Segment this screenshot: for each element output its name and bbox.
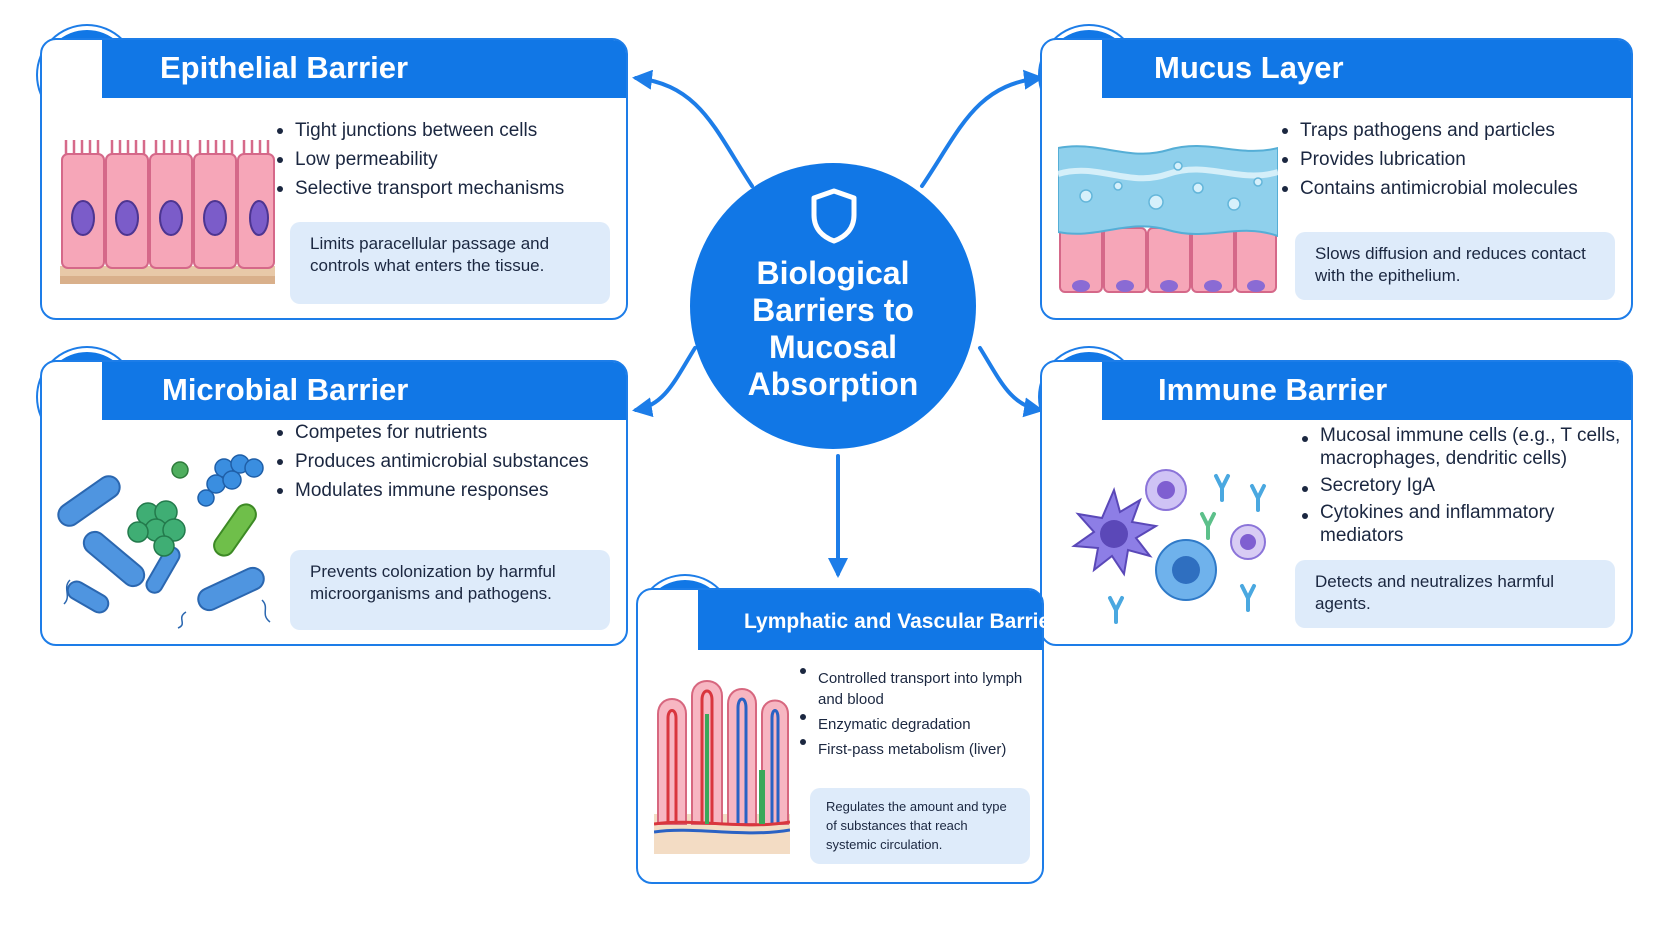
- card-header: [698, 590, 1042, 650]
- list-item: Contains antimicrobial molecules: [1280, 174, 1625, 203]
- immune-barrier-card: Immune Barrier Mucosal immune cells (e.g…: [1040, 360, 1633, 646]
- list-item: Selective transport mechanisms: [275, 174, 615, 203]
- card-header: [102, 40, 626, 98]
- list-item: Modulates immune responses: [275, 476, 625, 505]
- card-header: [1102, 362, 1631, 420]
- list-item: Controlled transport into lymph and bloo…: [798, 668, 1038, 710]
- epithelial-note: Limits paracellular passage and controls…: [290, 222, 610, 304]
- card-header: [1102, 40, 1631, 98]
- center-title: Biological Barriers to Mucosal Absorptio…: [747, 255, 919, 402]
- lymphatic-vascular-card: Lymphatic and Vascular Barriers Co: [636, 588, 1070, 884]
- lymphatic-note: Regulates the amount and type of substan…: [810, 788, 1030, 864]
- arrow-to-mucus: [920, 69, 1044, 188]
- card-title: Epithelial Barrier: [160, 50, 409, 85]
- list-item: First-pass metabolism (liver): [798, 739, 1038, 760]
- list-item: Produces antimicrobial substances: [275, 447, 625, 476]
- immune-cells-illustration: [1056, 450, 1281, 630]
- shield-icon: [811, 188, 857, 244]
- list-item: Mucosal immune cells (e.g., T cells, mac…: [1300, 424, 1630, 470]
- list-item: Tight junctions between cells: [275, 116, 615, 145]
- microbial-bullets: Competes for nutrients Produces antimicr…: [275, 418, 625, 505]
- microbial-note: Prevents colonization by harmful microor…: [290, 550, 610, 630]
- immune-note: Detects and neutralizes harmful agents.: [1295, 560, 1615, 628]
- mucus-layer-card: Mucus Layer Traps pathogens and particle…: [1040, 38, 1633, 320]
- card-title: Microbial Barrier: [162, 372, 409, 407]
- mucus-note: Slows diffusion and reduces contact with…: [1295, 232, 1615, 300]
- mucus-layer-illustration: [1058, 144, 1278, 294]
- list-item: Enzymatic degradation: [798, 714, 1038, 735]
- lymphatic-bullets: Controlled transport into lymph and bloo…: [798, 668, 1038, 760]
- list-item: Cytokines and inflammatory mediators: [1300, 501, 1630, 547]
- card-header: [102, 362, 626, 420]
- arrow-to-immune: [978, 346, 1044, 418]
- microbes-illustration: [56, 450, 286, 630]
- epithelial-barrier-card: Epithelial Barrier: [40, 38, 628, 320]
- epithelial-bullets: Tight junctions between cells Low permea…: [275, 116, 615, 203]
- arrow-to-epithelial: [632, 69, 754, 188]
- list-item: Competes for nutrients: [275, 418, 625, 447]
- mucus-bullets: Traps pathogens and particles Provides l…: [1280, 116, 1625, 203]
- immune-bullets: Mucosal immune cells (e.g., T cells, mac…: [1300, 424, 1630, 547]
- list-item: Secretory IgA: [1300, 474, 1630, 497]
- list-item: Low permeability: [275, 145, 615, 174]
- center-hub: Biological Barriers to Mucosal Absorptio…: [690, 163, 976, 449]
- arrow-to-microbial: [632, 346, 697, 418]
- list-item: Provides lubrication: [1280, 145, 1625, 174]
- card-title: Lymphatic and Vascular Barriers: [744, 610, 1071, 633]
- villi-vessels-illustration: [654, 674, 790, 856]
- card-title: Mucus Layer: [1154, 50, 1344, 85]
- list-item: Traps pathogens and particles: [1280, 116, 1625, 145]
- card-title: Immune Barrier: [1158, 372, 1388, 407]
- epithelial-cells-illustration: [60, 138, 275, 288]
- microbial-barrier-card: Microbial Barrier Competes for nu: [40, 360, 628, 646]
